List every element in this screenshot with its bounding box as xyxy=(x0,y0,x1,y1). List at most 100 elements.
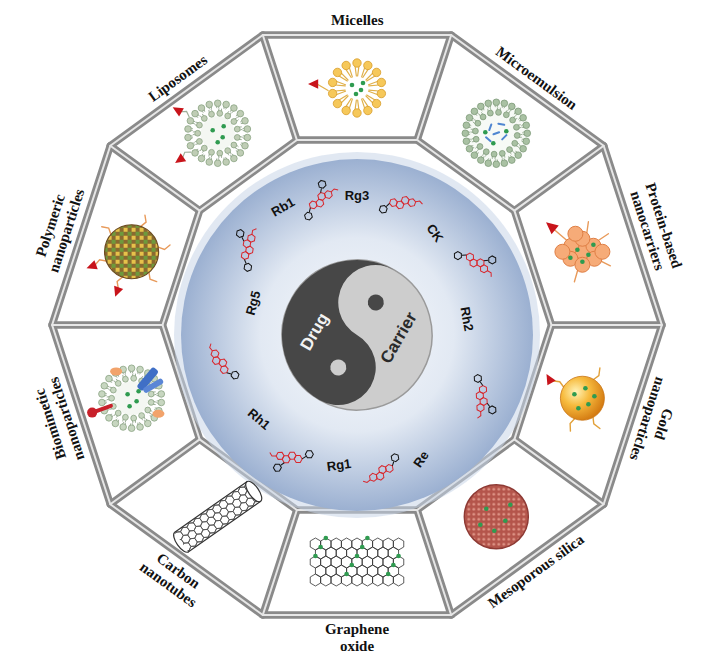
graphene-oxide-icon xyxy=(313,554,318,559)
liposome-icon xyxy=(237,110,244,117)
ginsenoside-structure xyxy=(486,403,490,406)
ginsenoside-structure xyxy=(227,372,231,375)
ginsenoside-structure xyxy=(275,451,285,461)
gold-nanoparticle-icon xyxy=(593,368,600,380)
ginsenoside-structure xyxy=(269,452,276,457)
biomimetic-nanoparticle-icon xyxy=(137,424,144,431)
protein-nanocarrier-icon xyxy=(568,255,573,260)
yin-yang-symbol xyxy=(327,357,349,379)
decagon-frame xyxy=(514,146,603,211)
gold-nanoparticle-icon xyxy=(542,372,555,386)
ginsenoside-structure xyxy=(453,237,503,288)
ginsenoside-structure xyxy=(416,200,423,204)
compound-label: Rb1 xyxy=(269,194,298,219)
ginsenoside-structure xyxy=(453,251,463,261)
liposome-icon xyxy=(225,148,231,154)
segment-label: Graphene oxide xyxy=(315,621,399,656)
liposome-icon xyxy=(209,149,215,155)
mesoporous-silica-icon xyxy=(484,506,489,511)
decagon-frame xyxy=(514,439,603,504)
gold-nanoparticle-icon xyxy=(542,368,604,431)
ginsenoside-structure xyxy=(487,405,497,415)
liposome-icon xyxy=(187,142,194,149)
microemulsion-icon xyxy=(480,114,486,120)
microemulsion-icon xyxy=(507,147,513,153)
protein-nanocarrier-icon xyxy=(542,218,558,234)
biomimetic-nanoparticle-icon xyxy=(145,420,152,427)
liposome-icon xyxy=(209,111,215,117)
liposome-icon xyxy=(217,150,223,156)
graphene-oxide-icon xyxy=(355,554,360,559)
liposome-icon xyxy=(170,100,250,167)
microemulsion-icon xyxy=(463,122,470,129)
ginsenoside-structure xyxy=(359,453,401,483)
gold-nanoparticle-icon xyxy=(570,418,575,431)
mesoporous-silica-icon xyxy=(503,518,508,523)
mesoporous-silica-icon xyxy=(464,485,528,549)
microemulsion-icon xyxy=(462,99,531,168)
decagon-frame xyxy=(263,35,297,140)
protein-nanocarrier-icon xyxy=(591,242,596,247)
microemulsion-icon xyxy=(487,110,493,116)
graphene-oxide-icon xyxy=(352,574,362,586)
ginsenoside-structure xyxy=(235,228,246,238)
carbon-nanotube-icon xyxy=(171,532,189,555)
micelle-icon xyxy=(308,59,386,117)
liposome-icon xyxy=(201,116,207,122)
liposome-icon xyxy=(197,122,203,128)
micelle-icon xyxy=(369,84,379,86)
ginsenoside-structure xyxy=(462,253,467,257)
microemulsion-icon xyxy=(478,157,485,164)
micelle-icon xyxy=(369,89,379,91)
compound-label: Rh2 xyxy=(457,306,476,333)
biomimetic-nanoparticle-icon xyxy=(148,399,154,405)
liposome-icon xyxy=(185,134,192,141)
compound-label: Rg3 xyxy=(345,188,370,203)
polymeric-nanoparticle-icon xyxy=(111,286,124,299)
yin-yang-symbol xyxy=(255,233,460,438)
micelle-icon xyxy=(355,66,356,76)
microemulsion-icon xyxy=(462,130,469,137)
micelle-icon xyxy=(350,83,355,88)
yin-yang-symbol xyxy=(365,292,387,314)
liposome-icon xyxy=(237,150,244,157)
micelle-icon xyxy=(372,99,380,107)
segment-label: Gold nanoparticles xyxy=(623,369,687,475)
gold-nanoparticle-icon xyxy=(593,416,600,428)
carrier-segment: Biomimetic nanoparticles xyxy=(27,369,91,475)
microemulsion-icon xyxy=(514,124,520,130)
biomimetic-nanoparticle-icon xyxy=(158,399,165,406)
decagon-frame xyxy=(52,35,662,615)
ginsenoside-structure xyxy=(297,177,344,221)
liposome-icon xyxy=(198,155,205,162)
microemulsion-icon xyxy=(471,108,478,115)
segment-label: Micelles xyxy=(331,12,383,29)
ginsenoside-structure xyxy=(281,462,285,466)
biomimetic-nanoparticle-icon xyxy=(110,387,116,393)
ginsenoside-structure xyxy=(473,374,483,384)
liposome-icon xyxy=(172,153,186,167)
protein-nanocarrier-icon xyxy=(575,257,590,272)
microemulsion-icon xyxy=(499,150,505,156)
ginsenoside-structure xyxy=(318,180,327,190)
microemulsion-icon xyxy=(520,114,527,121)
decagon-frame xyxy=(52,324,162,326)
microemulsion-icon xyxy=(504,129,509,134)
polymeric-nanoparticle-icon xyxy=(85,215,170,298)
liposome-icon xyxy=(210,128,215,133)
microemulsion-icon xyxy=(493,132,499,134)
carrier-segment: Micelles xyxy=(331,12,383,29)
liposome-icon xyxy=(231,119,237,125)
ginsenoside-structure xyxy=(209,340,240,383)
micelle-icon xyxy=(328,78,336,86)
protein-nanocarrier-icon xyxy=(586,252,591,257)
compound-label: Rg1 xyxy=(326,456,352,474)
liposome-icon xyxy=(234,126,240,132)
ginsenoside-structure xyxy=(212,356,221,364)
microemulsion-icon xyxy=(524,130,531,137)
segment-label: Biomimetic nanoparticles xyxy=(27,369,91,475)
decagon-frame xyxy=(552,324,662,326)
ginsenoside-structure xyxy=(395,200,404,210)
segment-label: Microemulsion xyxy=(492,43,580,114)
